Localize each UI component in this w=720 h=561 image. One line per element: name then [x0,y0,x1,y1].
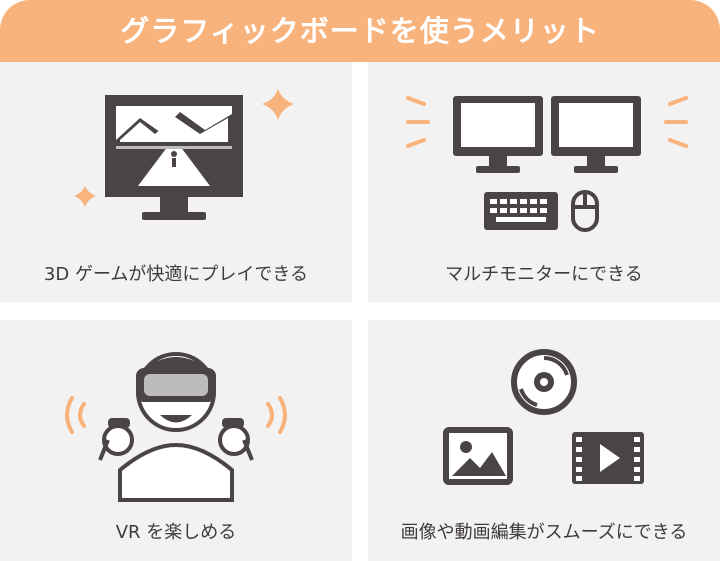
header-banner [0,0,720,62]
card-label: VR を楽しめる [115,522,237,543]
card-label: 画像や動画編集がスムーズにできる [400,522,688,543]
card-vr: VR を楽しめる [0,320,352,561]
card-media-editing: 画像や動画編集がスムーズにできる [368,320,720,561]
card-3d-game: 3D ゲームが快適にプレイできる [0,62,352,302]
card-multi-monitor: マルチモニターにできる [368,62,720,302]
card-label: 3D ゲームが快適にプレイできる [43,264,309,285]
card-label: マルチモニターにできる [445,264,643,285]
page-title: グラフィックボードを使うメリット [120,14,600,48]
media-editing-icon [443,349,644,485]
monitor-game-icon [74,89,294,220]
dual-monitor-icon [406,96,688,232]
vr-headset-person-icon [65,352,287,502]
